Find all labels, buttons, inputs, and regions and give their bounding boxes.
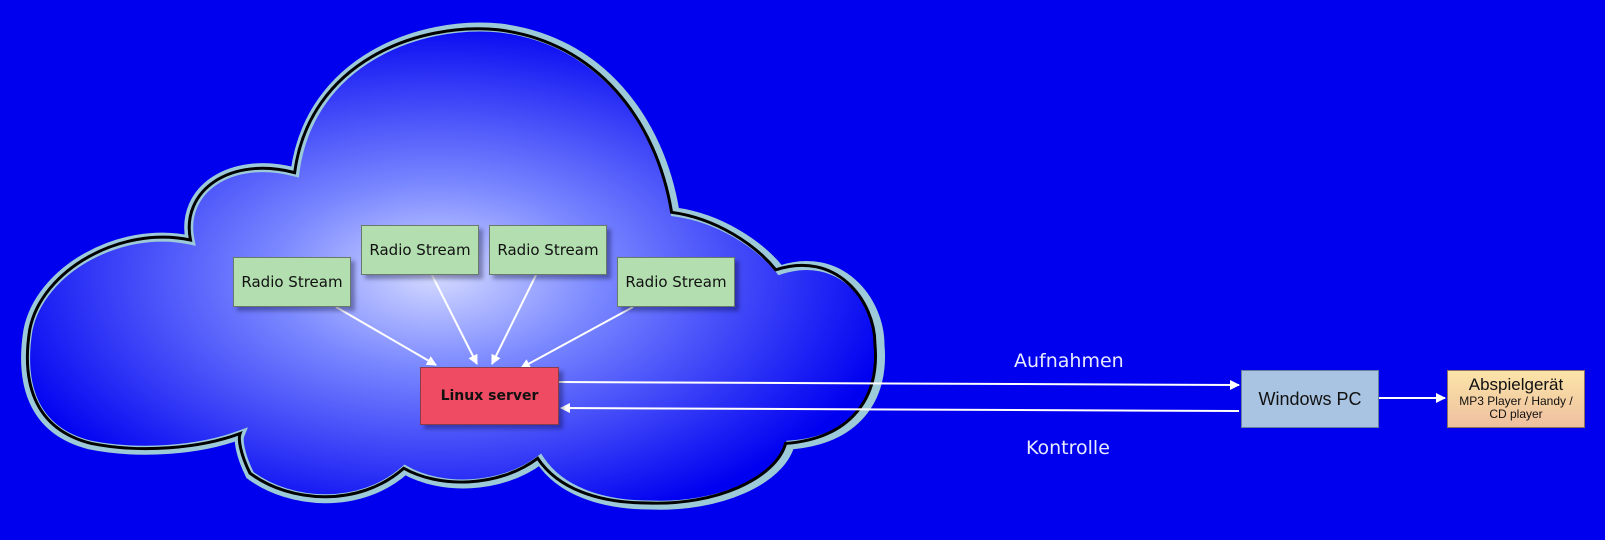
player-subtitle: MP3 Player / Handy / CD player [1459, 394, 1573, 422]
radio-stream-node: Radio Stream [489, 225, 607, 275]
radio-stream-node: Radio Stream [361, 225, 479, 275]
radio-stream-label: Radio Stream [241, 273, 343, 291]
radio-stream-label: Radio Stream [497, 241, 599, 259]
radio-stream-node: Radio Stream [233, 257, 351, 307]
recordings-edge-label: Aufnahmen [1014, 350, 1124, 372]
linux-server-label: Linux server [440, 388, 539, 404]
windows-pc-node: Windows PC [1241, 370, 1379, 428]
linux-server-node: Linux server [420, 367, 559, 425]
windows-pc-label: Windows PC [1258, 388, 1362, 409]
control-edge-label: Kontrolle [1026, 437, 1110, 459]
radio-stream-label: Radio Stream [369, 241, 471, 259]
player-title: Abspielgerät [1468, 375, 1564, 395]
player-device-node: Abspielgerät MP3 Player / Handy / CD pla… [1447, 370, 1585, 428]
radio-stream-node: Radio Stream [617, 257, 735, 307]
radio-stream-label: Radio Stream [625, 273, 727, 291]
